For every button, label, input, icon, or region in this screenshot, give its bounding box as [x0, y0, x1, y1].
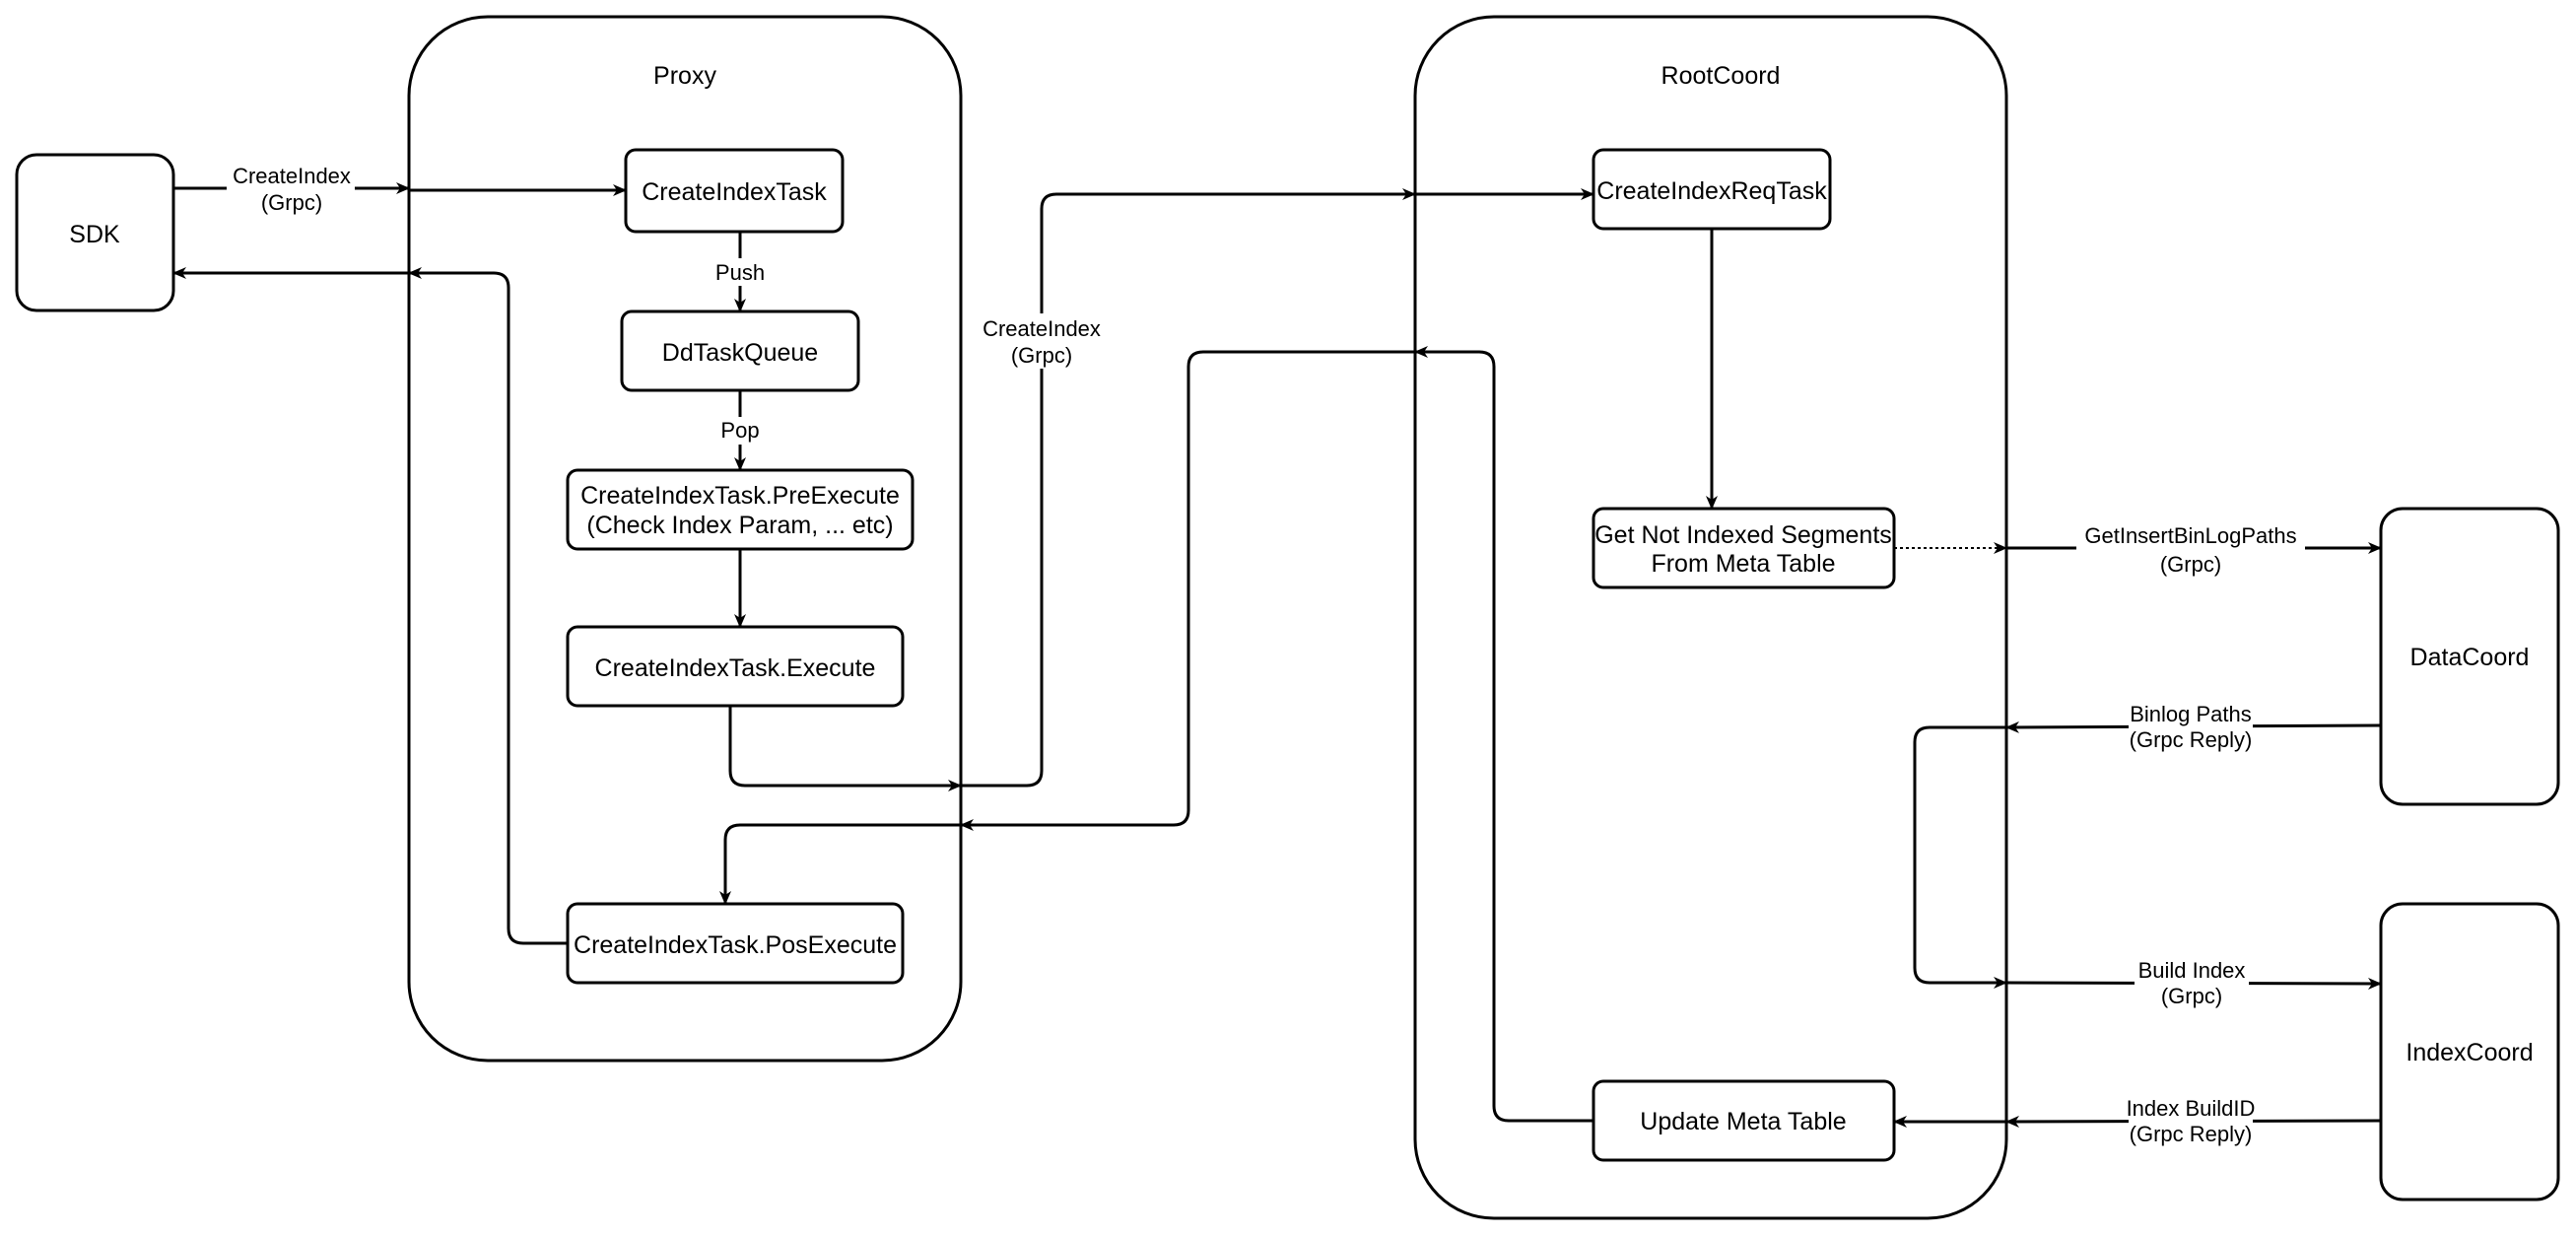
indexcoord-label: IndexCoord	[2406, 1039, 2533, 1066]
proxy-title: Proxy	[653, 62, 716, 90]
sdk-node	[15, 153, 175, 312]
create-index-task-label: CreateIndexTask	[642, 178, 827, 206]
edge-proxy-to-rootcoord	[961, 188, 1416, 788]
edge-label-pop: Pop	[720, 418, 759, 443]
edge-label-binlog-paths-2: (Grpc Reply)	[2130, 727, 2253, 752]
edge-label-sdk-create-index-1: CreateIndex	[233, 164, 351, 188]
edge-rootcoord-reply-to-proxy	[960, 350, 1415, 831]
dd-task-queue-label: DdTaskQueue	[662, 339, 818, 367]
pos-execute-label: CreateIndexTask.PosExecute	[574, 931, 897, 959]
edge-label-build-index-1: Build Index	[2138, 958, 2246, 983]
indexcoord-node	[2379, 902, 2560, 1202]
datacoord-label: DataCoord	[2410, 644, 2530, 671]
edge-label-proxy-create-index-1: CreateIndex	[983, 316, 1101, 341]
edge-label-index-buildid-2: (Grpc Reply)	[2130, 1122, 2253, 1146]
sdk-label: SDK	[69, 221, 120, 248]
edge-label-get-insert-binlog-1: GetInsertBinLogPaths	[2084, 523, 2296, 548]
edge-label-index-buildid-1: Index BuildID	[2127, 1096, 2256, 1121]
get-segments-label-line1: Get Not Indexed Segments	[1594, 521, 1892, 549]
edge-label-proxy-create-index-2: (Grpc)	[1011, 343, 1072, 368]
execute-label: CreateIndexTask.Execute	[595, 654, 876, 682]
pre-execute-label-line1: CreateIndexTask.PreExecute	[580, 482, 900, 510]
edge-label-push: Push	[715, 260, 765, 285]
edge-label-binlog-paths-1: Binlog Paths	[2130, 702, 2252, 726]
edge-label-get-insert-binlog-2: (Grpc)	[2160, 552, 2221, 577]
edge-update-meta-to-rootcoord-boundary	[1414, 346, 1593, 1123]
edge-label-build-index-2: (Grpc)	[2161, 984, 2222, 1008]
pre-execute-label-line2: (Check Index Param, ... etc)	[586, 512, 893, 539]
rootcoord-container	[1413, 15, 2008, 1220]
rootcoord-title: RootCoord	[1661, 62, 1781, 90]
edge-label-sdk-create-index-2: (Grpc)	[261, 190, 322, 215]
update-meta-table-label: Update Meta Table	[1640, 1108, 1846, 1135]
get-segments-label-line2: From Meta Table	[1651, 550, 1835, 578]
edge-posexecute-to-proxy-boundary	[408, 267, 568, 945]
create-index-req-task-label: CreateIndexReqTask	[1596, 177, 1827, 205]
edge-binlog-loop	[1913, 725, 2007, 989]
edge-proxy-boundary-to-posexecute	[719, 823, 961, 905]
datacoord-node	[2379, 507, 2560, 806]
edge-execute-to-proxy-boundary	[728, 706, 962, 791]
